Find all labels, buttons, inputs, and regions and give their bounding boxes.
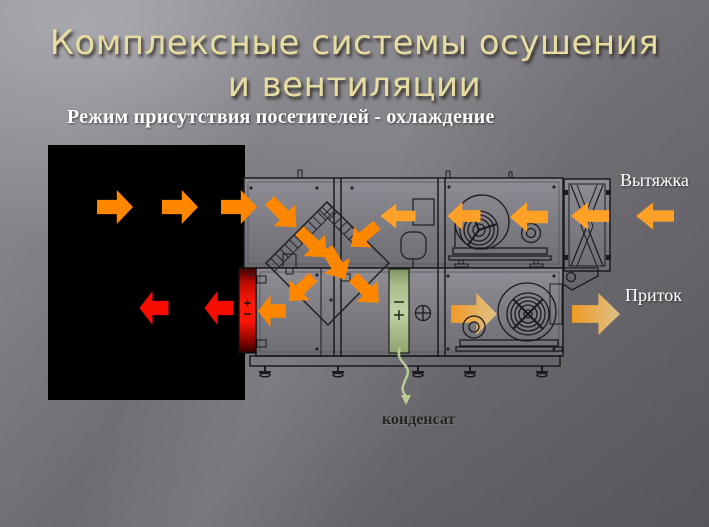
flow-arrow-orange xyxy=(97,190,133,224)
cooling-coil-green xyxy=(388,268,410,354)
flow-arrow-orange xyxy=(350,220,381,248)
flow-arrow-orange xyxy=(348,272,379,303)
slide-title-line2: и вентиляции xyxy=(227,65,482,105)
slide-subtitle: Режим присутствия посетителей - охлажден… xyxy=(67,106,495,128)
flow-arrow-orange xyxy=(221,190,257,224)
slide-title: Комплексные системы осушения и вентиляци… xyxy=(0,22,709,106)
condensate-label: конденсат xyxy=(382,411,456,428)
flow-arrow-orange_light xyxy=(571,202,609,230)
flow-arrow-orange xyxy=(288,272,318,302)
supply-fan xyxy=(455,282,563,352)
slide-title-line1: Комплексные системы осушения xyxy=(49,23,660,63)
flow-arrow-orange_light xyxy=(447,202,481,230)
flow-arrow-orange xyxy=(265,196,297,228)
inspection-viewport xyxy=(414,304,432,322)
flow-arrow-orange_light xyxy=(510,202,548,232)
flow-arrow-orange xyxy=(162,190,198,224)
exhaust-label: Вытяжка xyxy=(620,170,689,190)
flow-arrow-orange_light xyxy=(636,202,674,230)
flow-arrow-orange xyxy=(321,245,350,280)
flow-arrow-red xyxy=(139,291,169,325)
flow-arrow-orange_light xyxy=(380,203,416,229)
flow-arrow-orange xyxy=(295,226,327,258)
panel-screws xyxy=(249,185,556,351)
flow-arrow-supply xyxy=(451,293,497,335)
condensate-drain xyxy=(397,347,411,405)
supply-arrows-layer xyxy=(451,293,620,335)
supply-label: Приток xyxy=(625,285,683,305)
flow-arrow-supply xyxy=(572,293,620,335)
flow-arrow-orange xyxy=(258,295,286,327)
duct-connector-bracket xyxy=(562,267,599,291)
heater-coil-red xyxy=(238,267,257,354)
flow-arrow-red xyxy=(204,291,234,325)
airflow-arrows-layer xyxy=(97,190,674,327)
blackout-rectangle xyxy=(48,145,245,400)
